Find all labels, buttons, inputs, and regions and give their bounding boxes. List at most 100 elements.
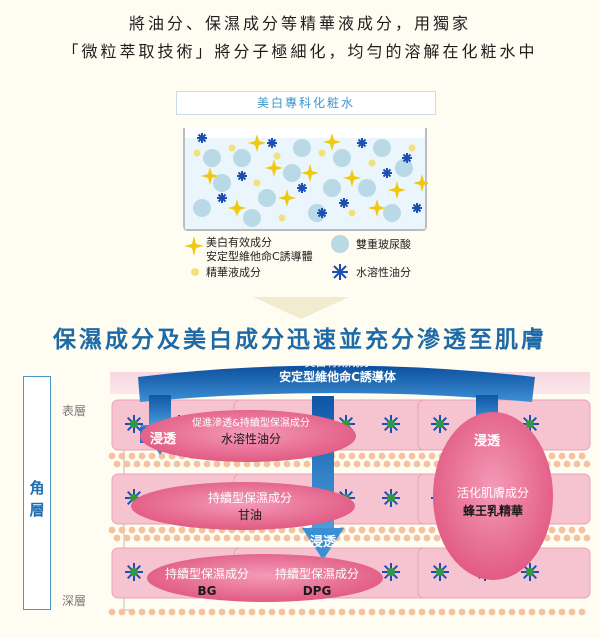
lipid-dot — [318, 608, 326, 616]
lipid-dot — [478, 608, 486, 616]
lipid-dot — [283, 534, 291, 542]
lipid-dot — [338, 452, 346, 460]
lipid-dot — [123, 534, 131, 542]
beaker-illustration — [183, 128, 428, 231]
lipid-dot — [538, 608, 546, 616]
lipid-dot — [548, 526, 556, 534]
lipid-dot — [368, 452, 376, 460]
lipid-dot — [378, 608, 386, 616]
lipid-dot — [163, 460, 171, 468]
essence-dot — [408, 144, 416, 152]
lipid-dot — [398, 452, 406, 460]
ellipse1-line1: 促進滲透&持續型保濕成分 — [192, 418, 310, 429]
lipid-dot — [353, 534, 361, 542]
lipid-dot — [383, 534, 391, 542]
vitamin-star — [248, 134, 266, 152]
ellipse1-label: 促進滲透&持續型保濕成分 水溶性油分 — [166, 417, 336, 448]
lipid-dot — [378, 526, 386, 534]
ellipse3-label: 持續型保濕成分 BG — [152, 566, 262, 600]
lipid-dot — [333, 460, 341, 468]
lipid-dot — [438, 608, 446, 616]
lipid-dot — [418, 526, 426, 534]
lipid-dot — [338, 608, 346, 616]
top-arc-line1: 美白有効成分 — [304, 356, 371, 369]
lipid-dot — [498, 608, 506, 616]
lipid-dot — [428, 608, 436, 616]
penetrate-label-middle: 浸透 — [309, 535, 336, 550]
penetrate-label-left: 浸透 — [149, 432, 176, 447]
lipid-dot — [393, 460, 401, 468]
lipid-dot — [408, 526, 416, 534]
top-arc — [138, 365, 535, 402]
lipid-dot — [113, 460, 121, 468]
legend-star-line1: 美白有效成分 — [206, 236, 272, 249]
ellipse5-label: 活化肌膚成分 蜂王乳精華 — [438, 484, 548, 520]
lipid-dot — [278, 608, 286, 616]
vitamin-star — [323, 133, 341, 151]
intro-text: 將油分、保濕成分等精華液成分，用獨家 「微粒萃取技術」將分子極細化，均勻的溶解在… — [0, 10, 600, 66]
lipid-dot — [428, 526, 436, 534]
lipid-dot — [118, 608, 126, 616]
intro-line-2: 「微粒萃取技術」將分子極細化，均勻的溶解在化粧水中 — [62, 42, 538, 61]
oil-asterisk — [339, 198, 349, 208]
lipid-dot — [243, 460, 251, 468]
lipid-dot — [173, 460, 181, 468]
essence-dot — [193, 149, 201, 157]
top-arc-line2: 安定型維他命C誘導体 — [279, 370, 396, 384]
lipid-dot — [218, 608, 226, 616]
lipid-dot — [163, 534, 171, 542]
vitamin-star — [265, 159, 283, 177]
oil-asterisk — [297, 183, 307, 193]
lipid-dot — [348, 608, 356, 616]
lipid-dot — [203, 534, 211, 542]
lipid-dot — [228, 608, 236, 616]
hyaluronic-circle — [395, 159, 413, 177]
vitamin-star — [201, 167, 219, 185]
cell-nucleus — [436, 420, 444, 428]
lipid-dot — [188, 608, 196, 616]
hyaluronic-circle — [383, 204, 401, 222]
lipid-dot — [328, 608, 336, 616]
lipid-dot — [488, 608, 496, 616]
ellipse-royal-jelly — [433, 412, 553, 580]
lipid-dot — [263, 534, 271, 542]
lipid-dot — [458, 608, 466, 616]
lipid-dot — [263, 460, 271, 468]
lipid-dot — [378, 452, 386, 460]
lipid-dot — [118, 452, 126, 460]
ellipse2-label: 持續型保濕成分 甘油 — [175, 490, 325, 524]
lipid-dot — [288, 526, 296, 534]
lipid-dot — [293, 460, 301, 468]
lipid-dot — [583, 460, 591, 468]
lipid-dot — [108, 526, 116, 534]
lipid-dot — [138, 452, 146, 460]
legend-yellow-dot: 精華液成分 — [206, 266, 261, 279]
lipid-dot — [558, 608, 566, 616]
oil-asterisk — [267, 138, 277, 148]
lipid-dot — [548, 608, 556, 616]
lipid-dot — [253, 460, 261, 468]
lipid-dot — [448, 608, 456, 616]
top-arc-label: 美白有効成分 安定型維他命C誘導体 — [140, 356, 535, 384]
lipid-dot — [193, 534, 201, 542]
lipid-dot — [363, 534, 371, 542]
cell-nucleus — [130, 420, 138, 428]
lipid-dot — [128, 452, 136, 460]
hyaluronic-circle — [373, 139, 391, 157]
lipid-dot — [408, 452, 416, 460]
penetrate-label-right: 浸透 — [473, 434, 500, 449]
lipid-dot — [233, 460, 241, 468]
lipid-dot — [148, 608, 156, 616]
lipid-dot — [408, 608, 416, 616]
hyaluronic-circle — [293, 139, 311, 157]
hyaluronic-circle — [258, 189, 276, 207]
ellipse2-line2: 甘油 — [237, 508, 262, 522]
cell-nucleus — [387, 494, 395, 502]
oil-asterisk — [382, 168, 392, 178]
lipid-dot — [563, 534, 571, 542]
lipid-dot — [178, 526, 186, 534]
hyaluronic-circle — [333, 149, 351, 167]
horny-char-1: 角 — [29, 479, 45, 497]
lipid-dot — [528, 608, 536, 616]
